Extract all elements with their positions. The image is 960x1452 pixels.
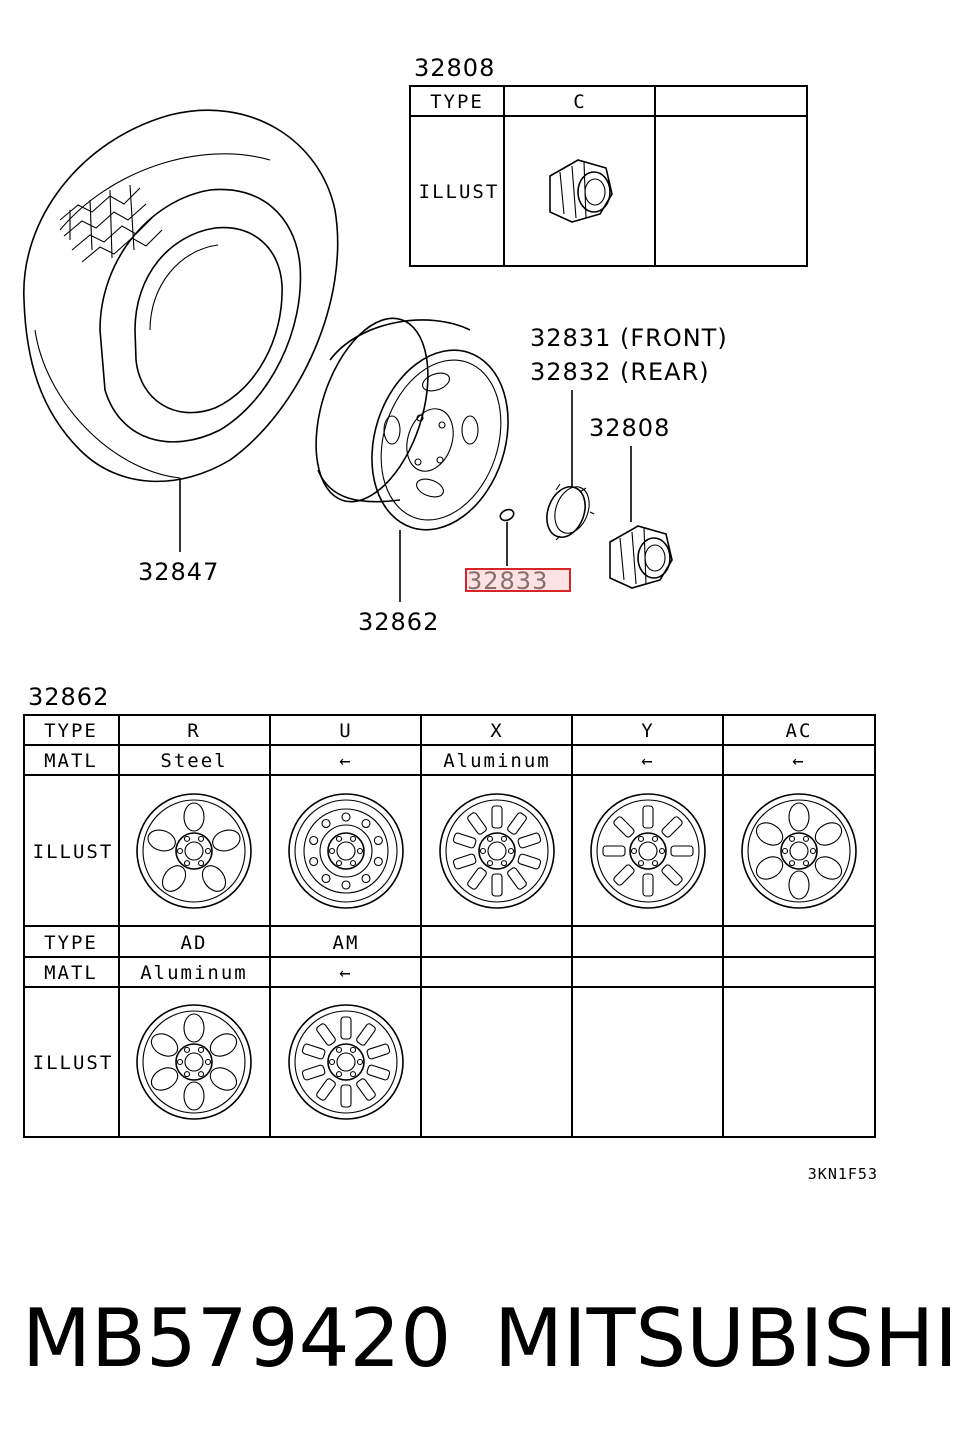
wheel-illust-x	[439, 793, 555, 909]
wheel-type-x: X	[490, 720, 503, 742]
wheel-matl-r: Steel	[160, 750, 227, 772]
cap-table-illust-header: ILLUST	[419, 181, 500, 203]
wheel-matl-u-ditto-arrow: ←	[339, 750, 352, 772]
wheel-illustrations	[136, 793, 857, 1120]
wheel-illust-y	[590, 793, 706, 909]
wheel-table-illust-header-2: ILLUST	[33, 1052, 114, 1074]
wheel-table-type-header-2: TYPE	[44, 932, 98, 954]
cap-table-number: 32808	[414, 54, 495, 82]
cap-table-type-value: C	[573, 91, 586, 113]
cap-table-type-header: TYPE	[430, 91, 484, 113]
ornament-illustration	[546, 390, 595, 541]
cap-callout: 32808	[589, 414, 670, 442]
wheel-matl-am-ditto-arrow: ←	[339, 962, 352, 984]
wheel-table-matl-header-1: MATL	[44, 750, 98, 772]
wheel-table-illust-header-1: ILLUST	[33, 841, 114, 863]
wheel-illust-ad	[136, 1004, 252, 1120]
tire-callout: 32847	[138, 558, 219, 586]
brand-name: MITSUBISHI	[494, 1292, 958, 1385]
part-number: MB579420	[22, 1292, 451, 1385]
cap-table: TYPE C ILLUST	[409, 85, 808, 267]
wheel-matl-y-ditto-arrow: ←	[641, 750, 654, 772]
wheel-table-type-header-1: TYPE	[44, 720, 98, 742]
wheel-type-ac: AC	[786, 720, 813, 742]
wheel-callout: 32862	[358, 608, 439, 636]
diagram-code: 3KN1F53	[808, 1165, 878, 1183]
wheel-illust-u	[288, 793, 404, 909]
wheel-matl-ac-ditto-arrow: ←	[792, 750, 805, 772]
tire-tread-pattern	[59, 184, 163, 263]
wheel-matl-ad: Aluminum	[140, 962, 248, 984]
ornament-front-callout: 32831 (FRONT)	[530, 324, 728, 352]
wheel-table: TYPE MATL ILLUST TYPE MATL ILLUST R U X …	[23, 714, 876, 1138]
wheel-type-u: U	[339, 720, 352, 742]
wheel-illustration	[315, 317, 509, 602]
wheel-table-number: 32862	[28, 683, 109, 711]
cap-illustration	[609, 446, 673, 589]
tire-illustration	[23, 109, 339, 552]
nut-callout[interactable]: 32833	[467, 567, 548, 595]
wheel-type-am: AM	[333, 932, 360, 954]
wheel-type-r: R	[187, 720, 200, 742]
wheel-nut-illustration	[499, 508, 515, 566]
wheel-table-matl-header-2: MATL	[44, 962, 98, 984]
wheel-matl-x: Aluminum	[443, 750, 551, 772]
nut-callout-highlight	[465, 568, 571, 592]
wheel-type-y: Y	[641, 720, 654, 742]
wheel-illust-ac	[741, 793, 857, 909]
wheel-illust-r	[136, 793, 252, 909]
wheel-illust-am	[288, 1004, 404, 1120]
ornament-rear-callout: 32832 (REAR)	[530, 358, 710, 386]
hub-cap-illustration	[549, 159, 613, 223]
wheel-type-ad: AD	[181, 932, 208, 954]
